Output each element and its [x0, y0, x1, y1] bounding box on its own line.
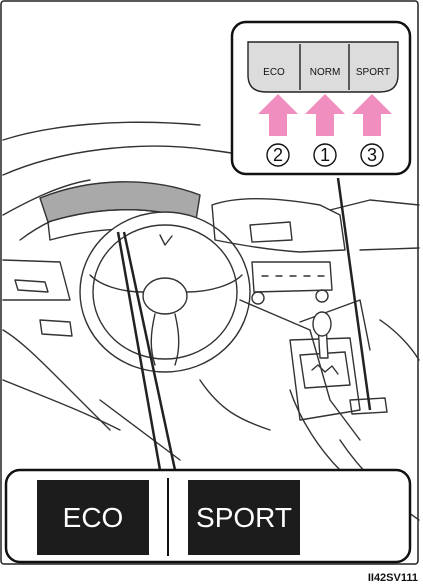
step-number-2-text: 2 — [273, 145, 283, 165]
switch-callout: ECO NORM SPORT 2 1 3 — [232, 22, 410, 174]
indicator-sport-text: SPORT — [196, 502, 292, 533]
switch-label-eco: ECO — [263, 67, 285, 78]
switch-label-sport: SPORT — [356, 67, 390, 78]
figure-code: II42SV111 — [368, 572, 418, 584]
step-number-1-text: 1 — [320, 145, 330, 165]
switch-label-norm: NORM — [310, 67, 341, 78]
step-number-3-text: 3 — [367, 145, 377, 165]
indicator-callout: ECO SPORT — [6, 470, 410, 562]
indicator-eco-text: ECO — [63, 502, 124, 533]
press-arrows — [258, 94, 392, 136]
